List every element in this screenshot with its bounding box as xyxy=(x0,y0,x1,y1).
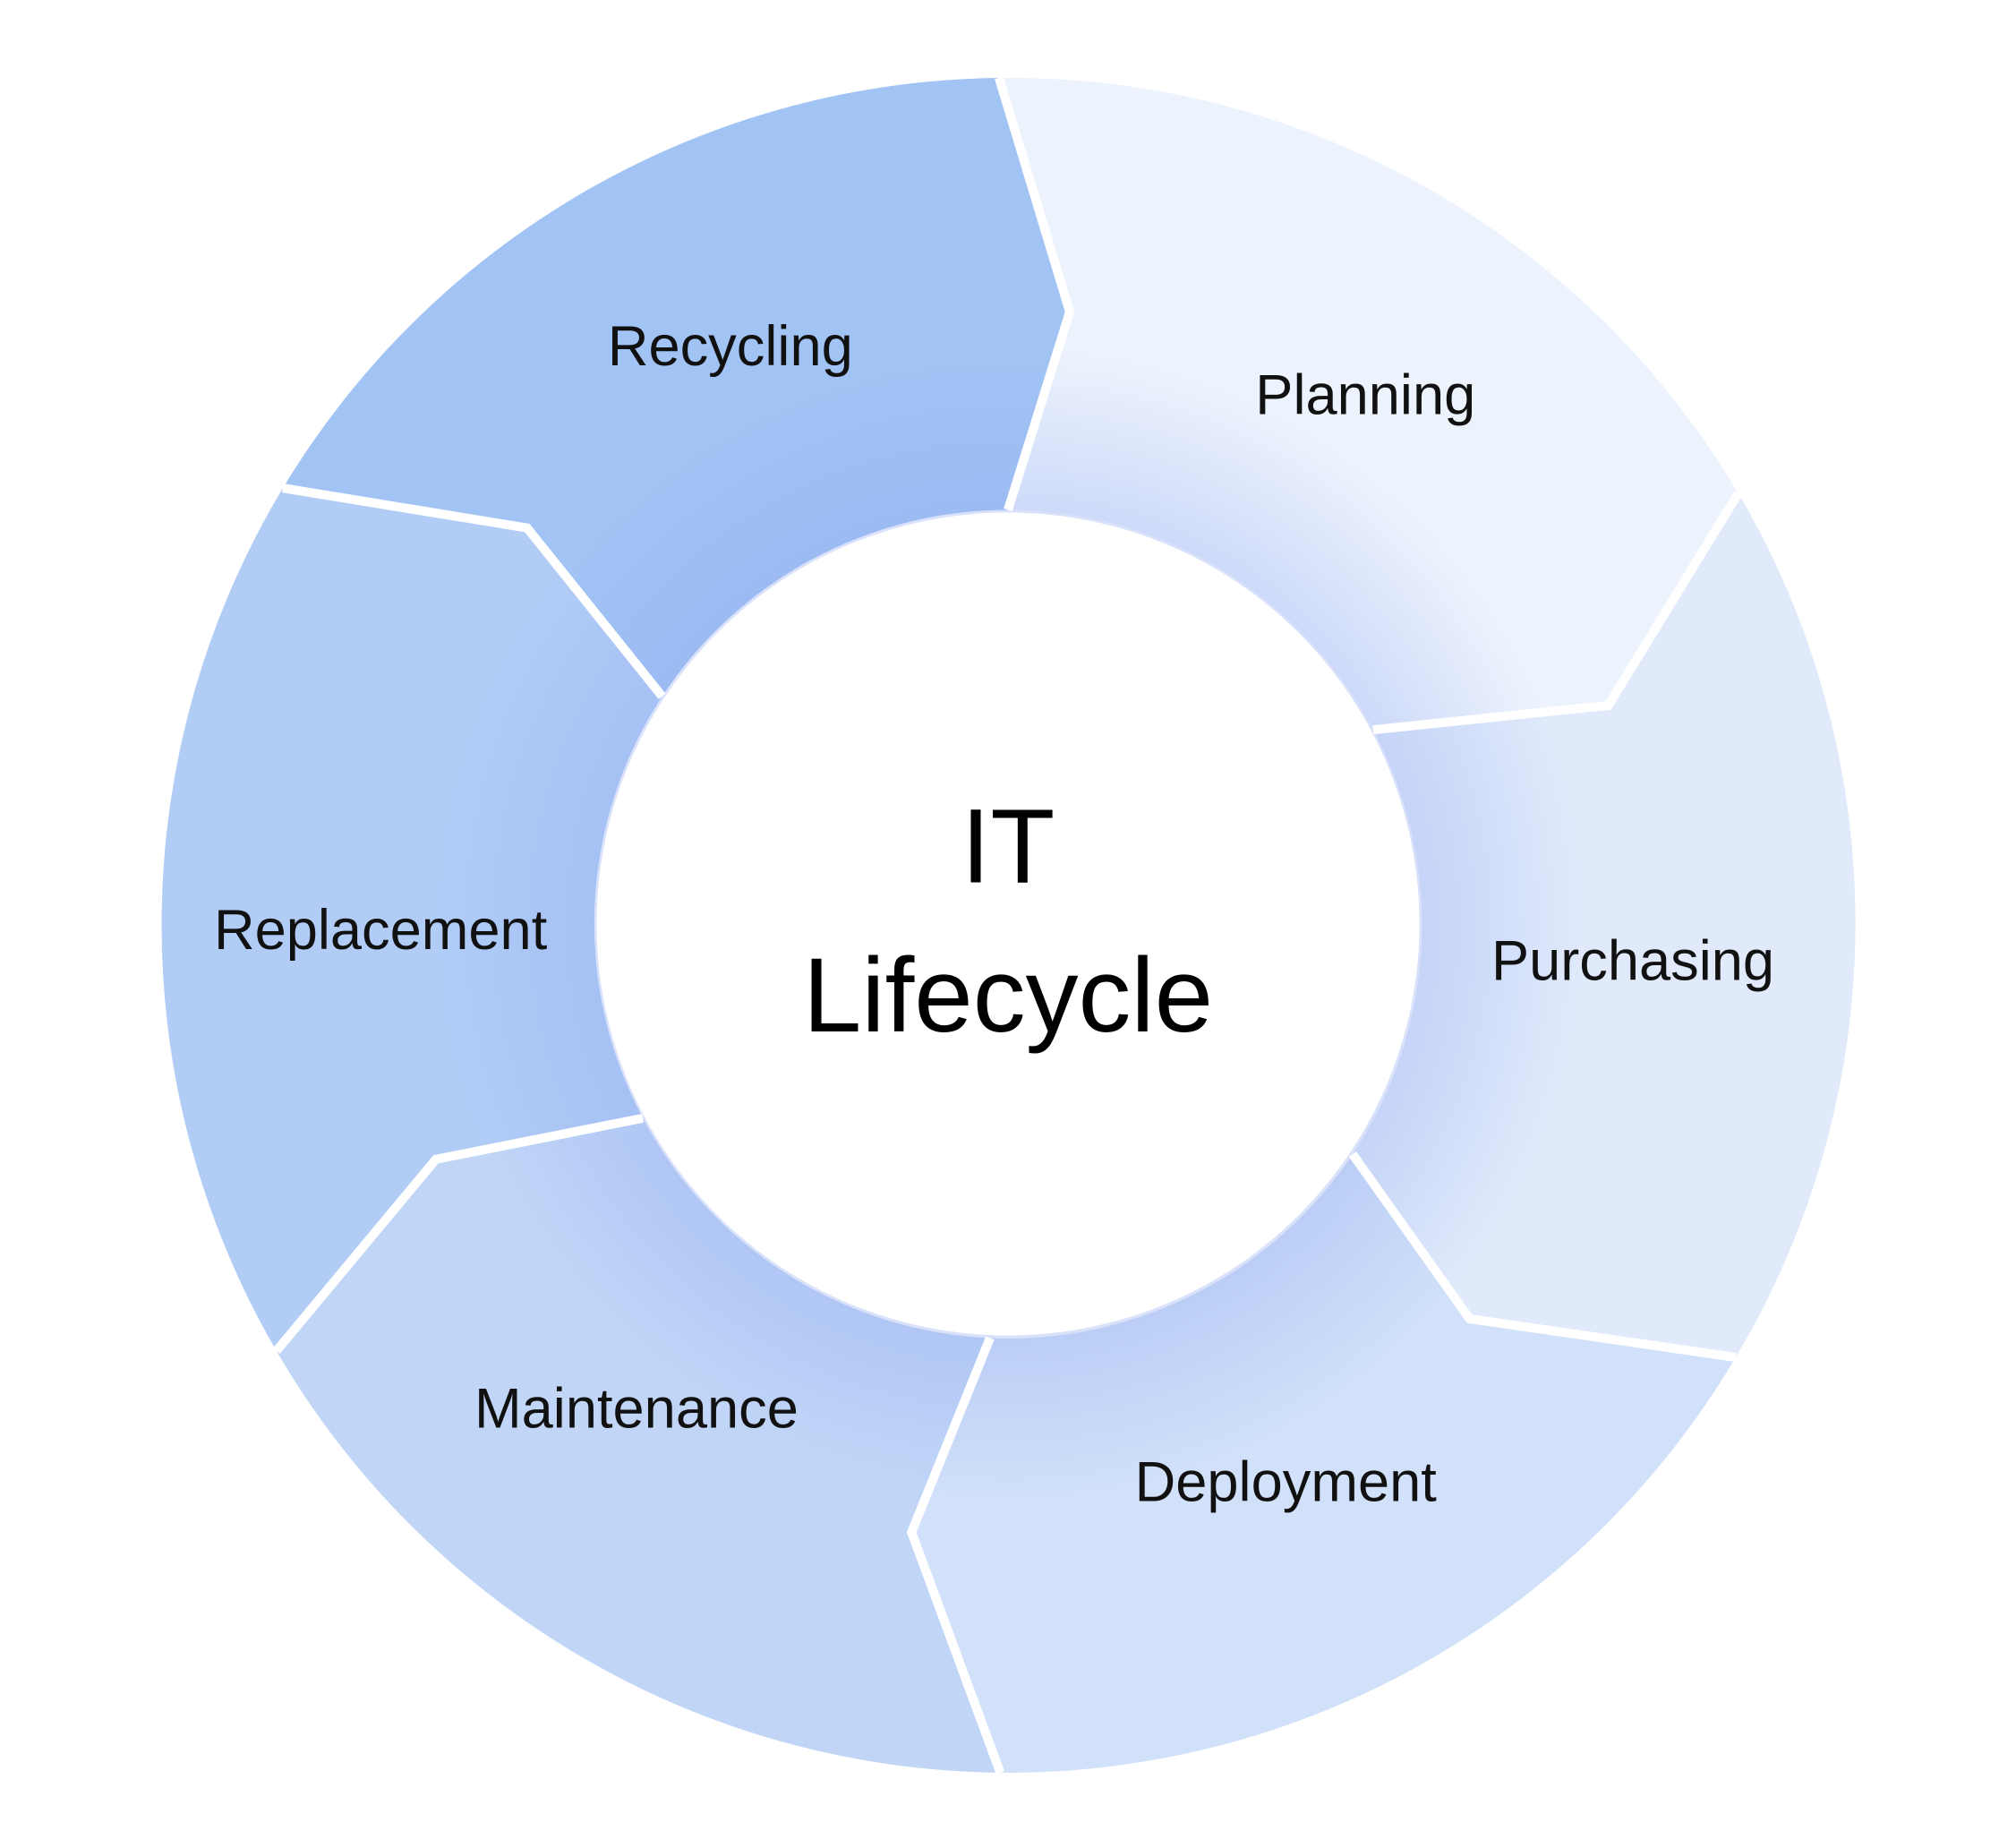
segment-label-recycling: Recycling xyxy=(608,315,853,378)
segment-label-deployment: Deployment xyxy=(1135,1450,1438,1513)
segment-label-replacement: Replacement xyxy=(214,899,548,962)
center-title-line2: Lifecycle xyxy=(803,936,1213,1054)
segment-divider xyxy=(1372,491,1743,735)
segment-divider xyxy=(906,1336,1005,1775)
segment-label-purchasing: Purchasing xyxy=(1491,930,1774,993)
center-title-line1: IT xyxy=(961,787,1055,905)
segment-divider xyxy=(282,483,666,699)
segment-label-maintenance: Maintenance xyxy=(474,1377,799,1440)
segment-divider xyxy=(1348,1151,1737,1362)
segment-divider xyxy=(272,1113,645,1355)
segment-label-planning: Planning xyxy=(1255,364,1475,427)
segment-divider xyxy=(995,76,1075,512)
center-circle xyxy=(596,512,1420,1336)
